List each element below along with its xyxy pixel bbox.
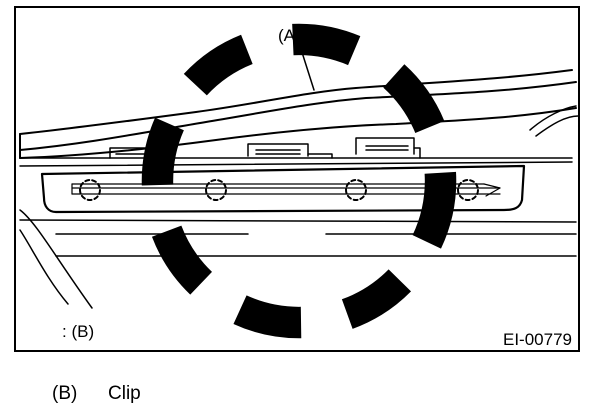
clip-legend-icon bbox=[141, 23, 457, 339]
clip-markers bbox=[79, 179, 479, 201]
trim-assembly-drawing bbox=[19, 45, 578, 309]
figure-id: EI-00779 bbox=[503, 330, 572, 349]
panel-a-outline bbox=[19, 69, 577, 159]
diagram-frame: (A) : (B) EI-00779 bbox=[14, 6, 580, 352]
clip-marker bbox=[79, 179, 101, 201]
mounting-strip bbox=[19, 137, 573, 167]
figure-caption: (B) Clip bbox=[52, 382, 141, 406]
right-body-curve bbox=[529, 105, 578, 137]
clip-marker bbox=[457, 179, 479, 201]
caption-text: Clip bbox=[108, 383, 141, 404]
clip-marker bbox=[205, 179, 227, 201]
clip-marker bbox=[345, 179, 367, 201]
lower-body-lines bbox=[19, 219, 577, 257]
garnish-strip bbox=[40, 164, 526, 214]
caption-code: (B) bbox=[52, 383, 78, 404]
clip-legend-label: : (B) bbox=[62, 322, 95, 341]
door-edge bbox=[19, 209, 93, 309]
